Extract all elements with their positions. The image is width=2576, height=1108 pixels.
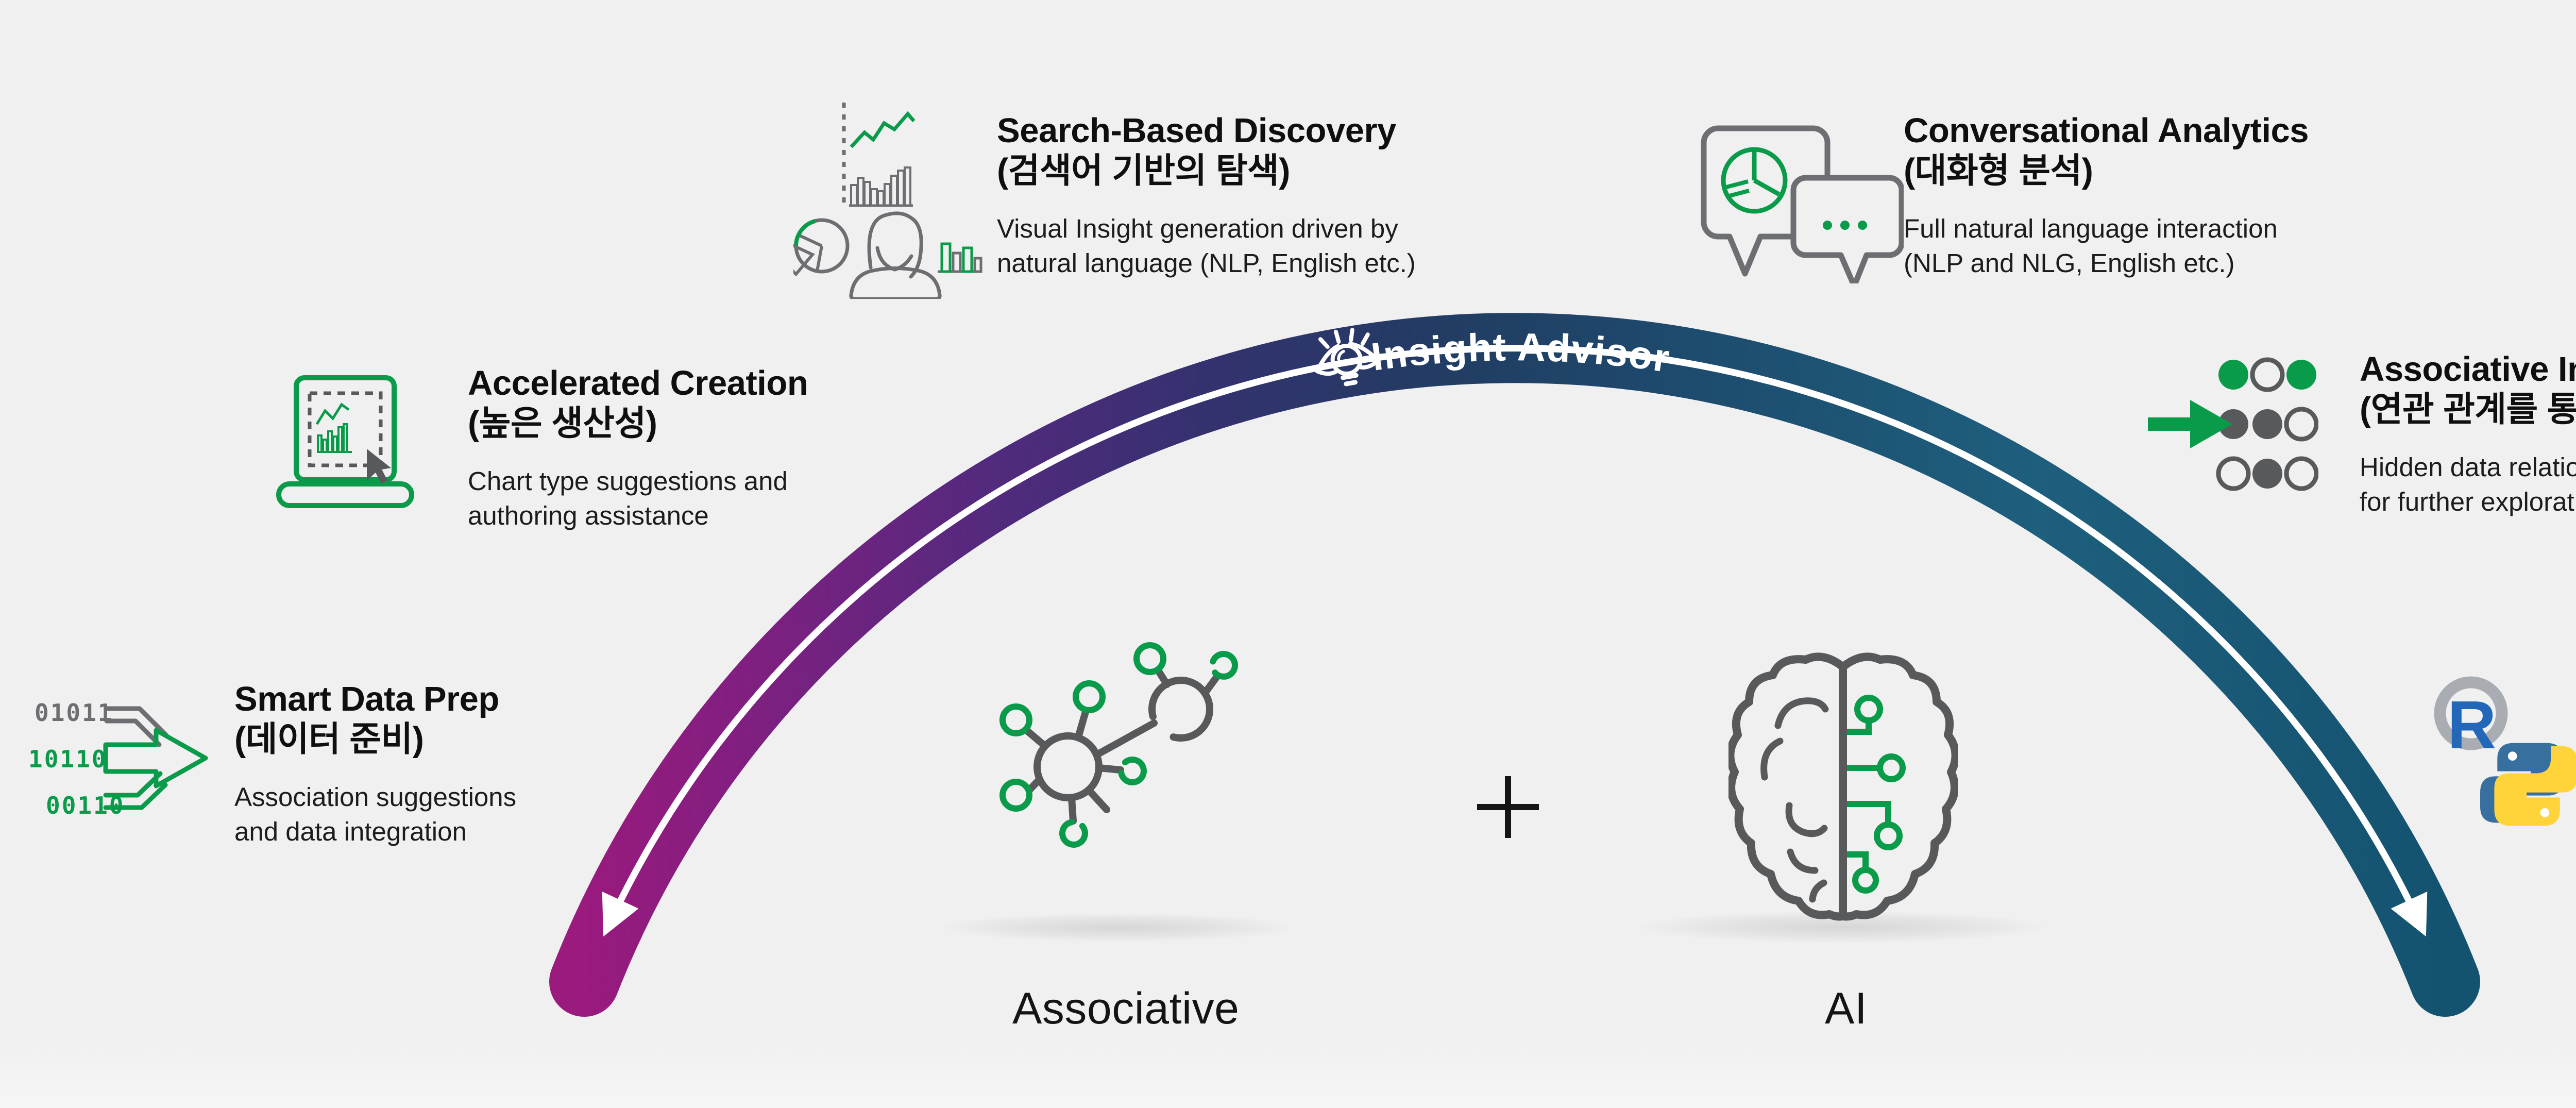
feature-description: Association suggestions and data integra… — [234, 782, 517, 847]
feature-conversational-analytics: Conversational Analytics (대화형 분석) Full n… — [1904, 111, 2419, 280]
associative-label: Associative — [1012, 984, 1240, 1033]
back-bubble — [1701, 125, 1831, 277]
svg-text:R: R — [2447, 687, 2496, 763]
feature-title: Associative Insights (연관 관계를 통한 통찰력) — [2360, 350, 2576, 429]
arc-flow-arrow — [602, 345, 2428, 937]
r-logo: R — [2434, 676, 2508, 763]
laptop-chart-icon — [276, 375, 414, 508]
svg-text:01011: 01011 — [35, 699, 113, 727]
ai-label: AI — [1825, 984, 1868, 1033]
feature-description: Full natural language interaction (NLP a… — [1904, 213, 2278, 278]
feature-title: Search-Based Discovery (검색어 기반의 탐색) — [997, 111, 1396, 191]
feature-description: Hidden data relationships for further ex… — [2360, 452, 2576, 517]
left-brain-folds — [1760, 697, 1829, 903]
feature-title: Conversational Analytics (대화형 분석) — [1904, 111, 2309, 191]
person-glyph — [849, 211, 942, 299]
mini-bars-glyph — [938, 242, 982, 273]
ai-brain-icon — [1728, 648, 1958, 929]
right-brain-circuit — [1847, 695, 1906, 894]
svg-text:10110: 10110 — [28, 745, 107, 773]
plus-icon — [1477, 776, 1539, 838]
binary-arrow-icon: 01011 10110 00110 — [28, 699, 208, 819]
feature-accelerated-creation: Accelerated Creation (높은 생산성) Chart type… — [468, 363, 931, 533]
feature-title: Accelerated Creation (높은 생산성) — [468, 364, 808, 443]
arrow-dots-icon — [2148, 357, 2318, 491]
feature-associative-insights: Associative Insights (연관 관계를 통한 통찰력) Hid… — [2360, 349, 2576, 519]
front-bubble — [1790, 175, 1904, 283]
lightbulb-icon — [1315, 328, 1380, 387]
brain-lobes — [1728, 657, 1955, 916]
r-python-icon: R — [2434, 676, 2576, 826]
feature-smart-data-prep: Smart Data Prep (데이터 준비) Association sug… — [234, 679, 698, 849]
feature-title: Smart Data Prep (데이터 준비) — [234, 680, 499, 759]
feature-description: Visual Insight generation driven by natu… — [997, 213, 1416, 278]
green-arrow — [2148, 400, 2232, 448]
feature-search-based-discovery: Search-Based Discovery (검색어 기반의 탐색) Visu… — [997, 111, 1512, 280]
python-logo — [2480, 743, 2576, 826]
dots-grid — [2216, 357, 2318, 491]
pie-chart-glyph — [793, 218, 850, 277]
chat-bubbles-icon — [1701, 125, 1904, 283]
associative-network-icon — [999, 642, 1238, 848]
network-icon-shadow — [943, 913, 1293, 942]
feature-description: Chart type suggestions and authoring ass… — [468, 466, 788, 531]
persona-charts-icon — [793, 103, 982, 299]
